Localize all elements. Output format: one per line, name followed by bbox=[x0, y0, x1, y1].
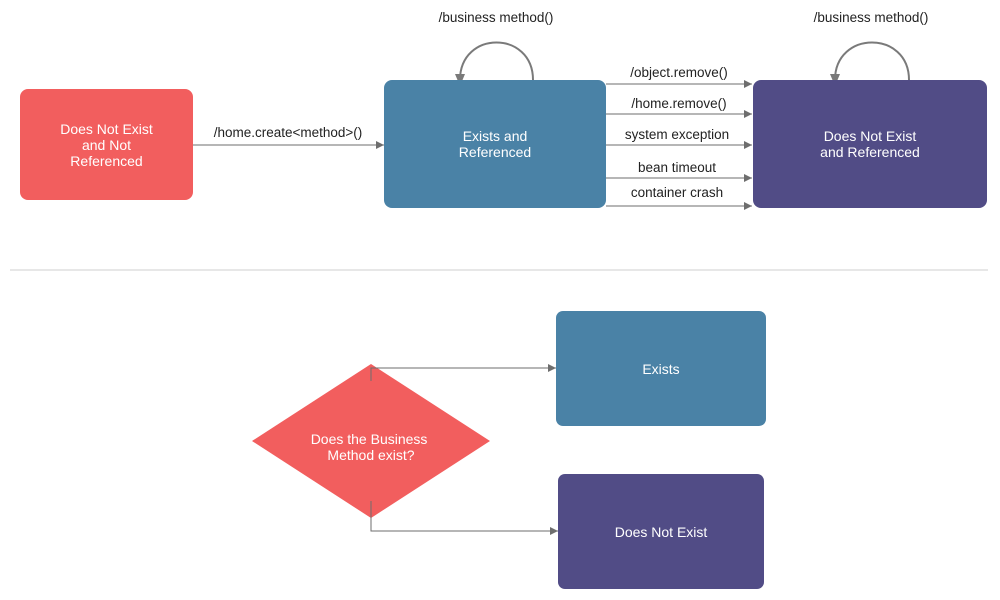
edge-label-business-method-left: /business method() bbox=[439, 10, 554, 25]
outcome-does-not-exist-label: Does Not Exist bbox=[614, 523, 708, 540]
edge-object-remove: /object.remove() bbox=[606, 65, 752, 88]
state-exists-referenced: Exists and Referenced bbox=[384, 80, 606, 208]
outcome-does-not-exist: Does Not Exist bbox=[558, 474, 764, 589]
edge-label-system-exception: system exception bbox=[625, 127, 729, 142]
edge-loop-business-method-right: /business method() bbox=[814, 10, 929, 86]
edge-label-business-method-right: /business method() bbox=[814, 10, 929, 25]
decision-diamond: Does the Business Method exist? bbox=[252, 364, 490, 518]
edge-label-home-create: /home.create<method>() bbox=[214, 125, 363, 140]
edge-home-remove: /home.remove() bbox=[606, 96, 752, 118]
decision-label-line-2: Method exist? bbox=[327, 447, 414, 463]
state-not-exist-referenced-label: Does Not Exist and Referenced bbox=[820, 128, 920, 160]
outcome-exists-label: Exists bbox=[642, 360, 680, 377]
outcome-exists: Exists bbox=[556, 311, 766, 426]
edge-container-crash: container crash bbox=[606, 185, 752, 210]
state-not-exist-not-referenced: Does Not Exist and Not Referenced bbox=[20, 89, 193, 200]
edge-decision-to-not-exists bbox=[370, 501, 558, 535]
edge-bean-timeout: bean timeout bbox=[606, 160, 752, 182]
edge-label-home-remove: /home.remove() bbox=[631, 96, 726, 111]
edge-loop-business-method-left: /business method() bbox=[439, 10, 554, 86]
edge-system-exception: system exception bbox=[606, 127, 752, 149]
state-not-exist-referenced: Does Not Exist and Referenced bbox=[753, 80, 987, 208]
state-not-exist-not-referenced-label: Does Not Exist and Not Referenced bbox=[60, 120, 153, 169]
edge-label-object-remove: /object.remove() bbox=[630, 65, 728, 80]
edge-home-create: /home.create<method>() bbox=[193, 125, 384, 149]
state-exists-referenced-label: Exists and Referenced bbox=[458, 128, 532, 160]
decision-label: Does the Business Method exist? bbox=[311, 431, 432, 463]
edge-label-container-crash: container crash bbox=[631, 185, 723, 200]
edge-decision-to-exists bbox=[370, 364, 556, 381]
decision-label-line-1: Does the Business bbox=[311, 431, 428, 447]
edge-label-bean-timeout: bean timeout bbox=[638, 160, 716, 175]
